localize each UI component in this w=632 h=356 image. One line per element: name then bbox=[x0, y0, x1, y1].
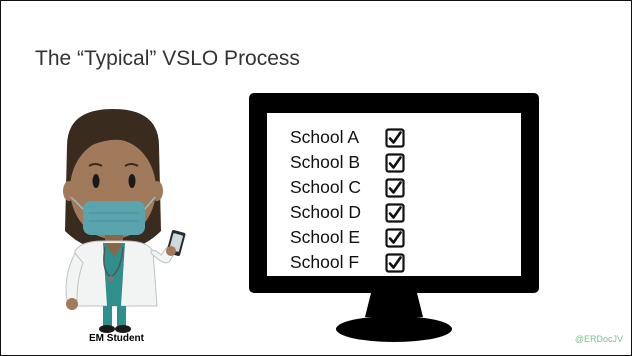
checklist-item: School B bbox=[290, 150, 430, 175]
author-credit: @ERDocJV bbox=[574, 334, 623, 344]
school-name: School A bbox=[290, 127, 360, 147]
school-name: School E bbox=[290, 227, 361, 247]
checked-box-icon bbox=[385, 127, 405, 148]
checklist-item: School E bbox=[290, 225, 430, 250]
student-illustration bbox=[63, 109, 186, 333]
checked-box-icon bbox=[385, 252, 405, 273]
school-name: School D bbox=[290, 202, 362, 222]
school-name: School B bbox=[290, 152, 361, 172]
checklist-item: School A bbox=[290, 125, 430, 150]
school-checklist: School A School B School C School D bbox=[290, 125, 430, 275]
school-name: School C bbox=[290, 177, 362, 197]
checked-box-icon bbox=[385, 202, 405, 223]
student-label: EM Student bbox=[89, 333, 144, 344]
checklist-item: School F bbox=[290, 250, 430, 275]
slide-title: The “Typical” VSLO Process bbox=[35, 47, 300, 70]
checklist-item: School C bbox=[290, 175, 430, 200]
school-name: School F bbox=[290, 252, 360, 272]
checked-box-icon bbox=[385, 152, 405, 173]
checklist-item: School D bbox=[290, 200, 430, 225]
checked-box-icon bbox=[385, 227, 405, 248]
checked-box-icon bbox=[385, 177, 405, 198]
